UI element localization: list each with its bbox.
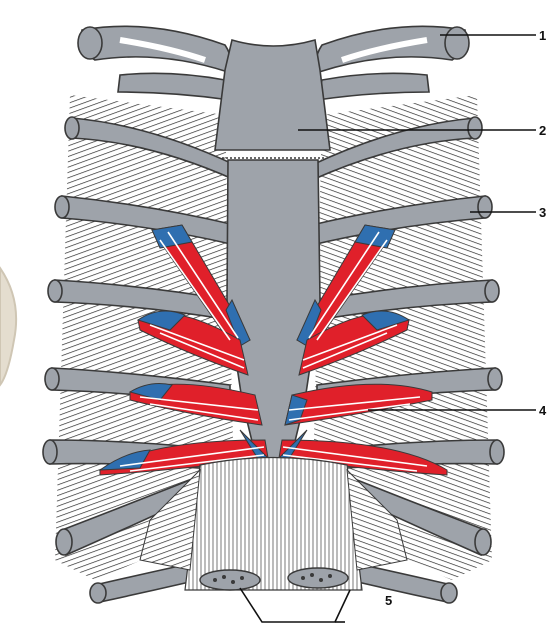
clavicle-left xyxy=(78,26,231,72)
clavicle-right xyxy=(316,26,469,72)
callout-number: 5 xyxy=(385,593,392,608)
callout-number: 1 xyxy=(539,28,546,43)
background-plate-edge xyxy=(0,268,16,385)
callout-number: 2 xyxy=(539,123,546,138)
callout-number: 3 xyxy=(539,205,546,220)
callout-5: 5 xyxy=(240,588,392,622)
callout-number: 4 xyxy=(539,403,547,418)
